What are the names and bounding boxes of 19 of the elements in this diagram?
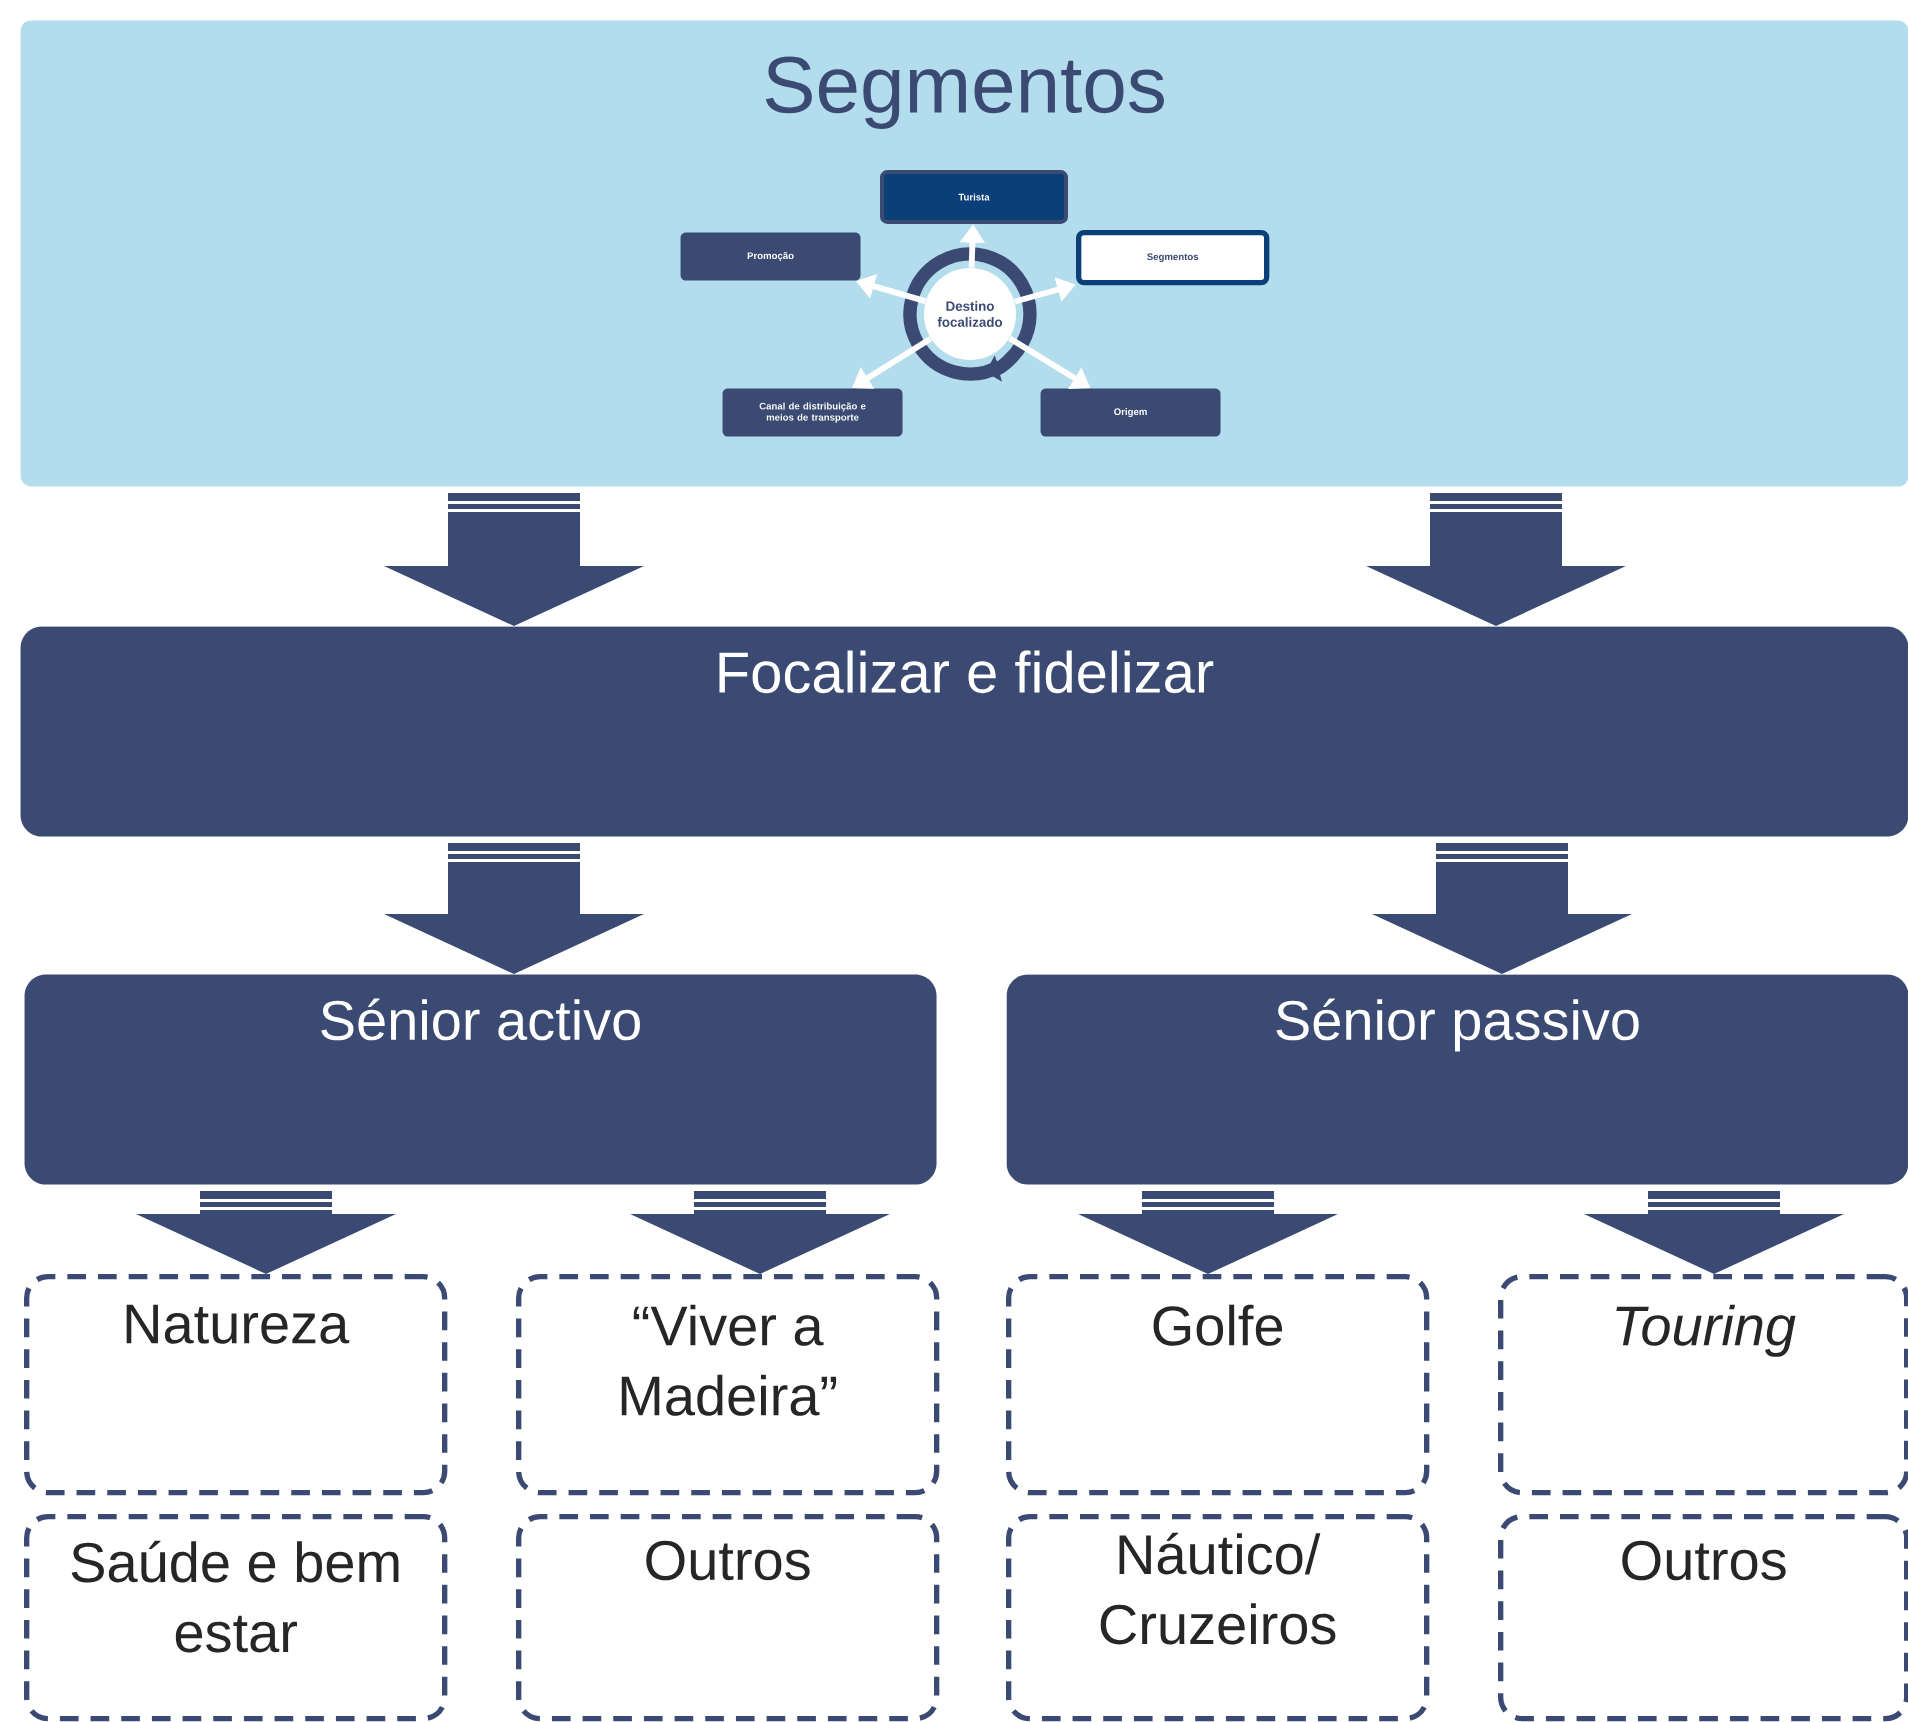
segment-box: Outros	[516, 1514, 940, 1722]
block-arrow	[384, 837, 644, 974]
block-arrow	[1372, 837, 1632, 974]
segment-box: “Viver a Madeira”	[516, 1274, 940, 1496]
segment-box: Golfe	[1006, 1274, 1430, 1496]
block-arrow	[1078, 1185, 1338, 1274]
segment-box: Náutico/ Cruzeiros	[1006, 1514, 1430, 1722]
stage-box: Focalizar e fidelizar	[20, 626, 1908, 837]
block-arrow	[136, 1185, 396, 1274]
block-arrow	[630, 1185, 890, 1274]
block-arrow	[1584, 1185, 1844, 1274]
block-arrow	[1366, 487, 1626, 626]
segment-box: Saúde e bem estar	[24, 1514, 448, 1722]
stage-box: Sénior passivo	[1006, 974, 1908, 1185]
segment-box: Outros	[1498, 1514, 1908, 1722]
stage-box: Sénior activo	[24, 974, 937, 1185]
block-arrow	[384, 487, 644, 626]
segment-box: Natureza	[24, 1274, 448, 1496]
segment-box: Touring	[1498, 1274, 1908, 1496]
